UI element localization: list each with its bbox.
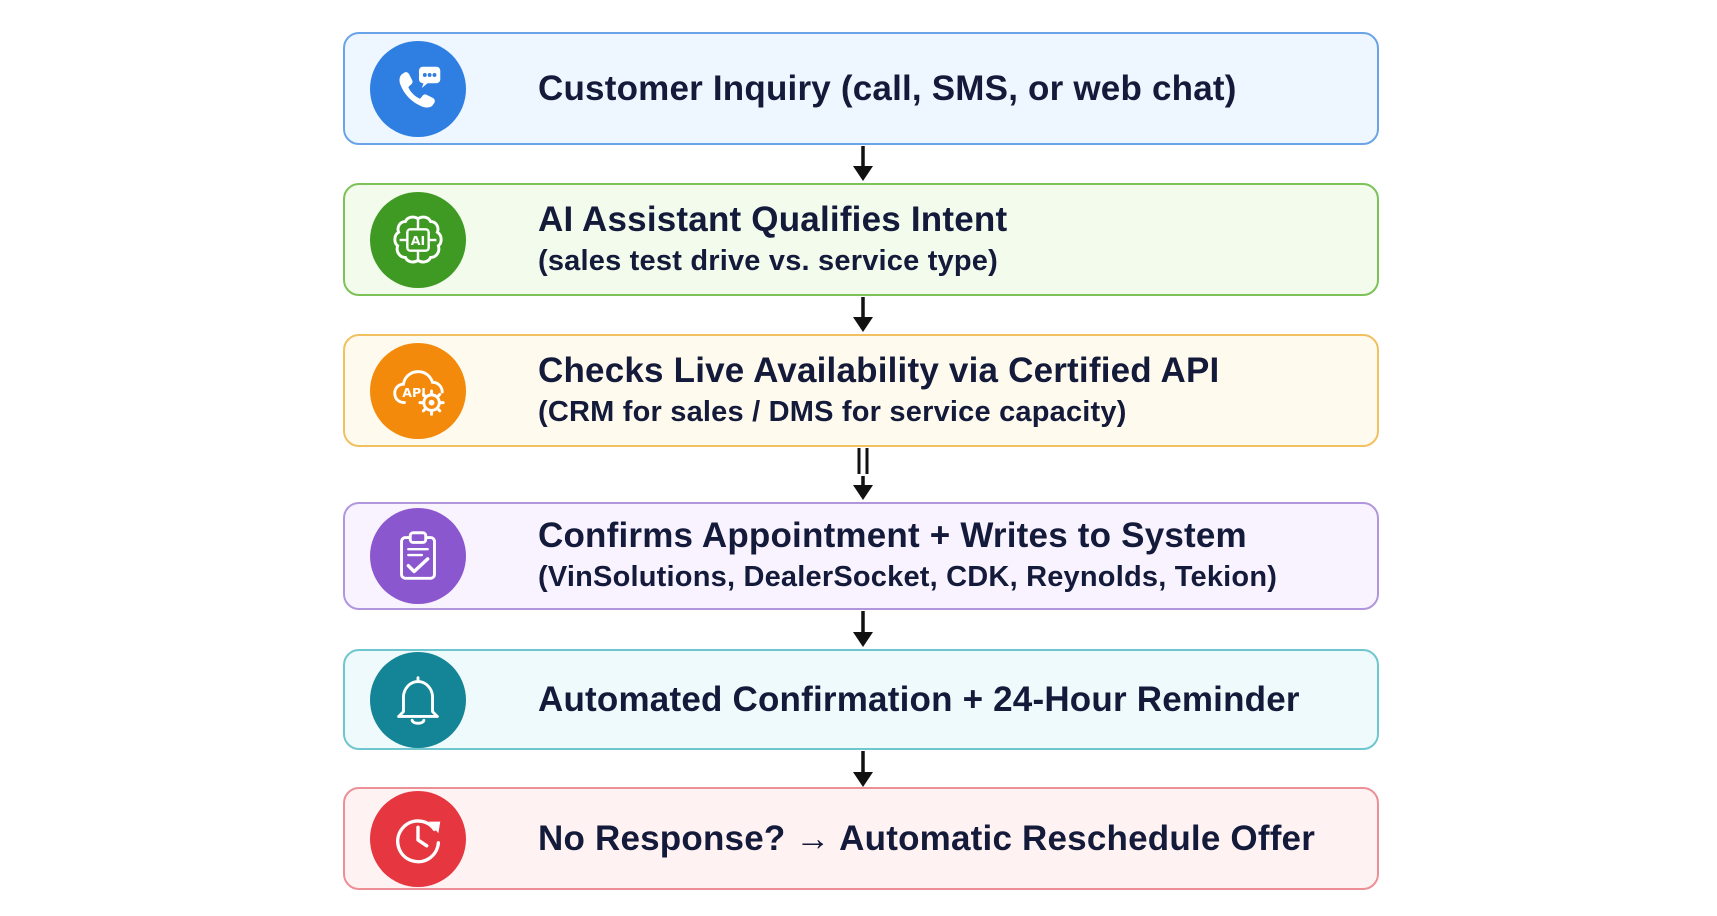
ai-brain-icon: AI	[370, 191, 466, 288]
step-title: No Response? → Automatic Reschedule Offe…	[538, 818, 1316, 858]
step-title: Customer Inquiry (call, SMS, or web chat…	[538, 68, 1237, 108]
step-subtitle: (CRM for sales / DMS for service capacit…	[538, 395, 1127, 428]
svg-text:AI: AI	[411, 232, 425, 247]
bell-icon	[370, 651, 466, 748]
step-text: No Response? → Automatic Reschedule Offe…	[538, 818, 1315, 860]
svg-text:API: API	[402, 384, 426, 399]
step-customer-inquiry: Customer Inquiry (call, SMS, or web chat…	[343, 32, 1379, 145]
clock-refresh-icon	[370, 790, 466, 887]
arrow-down-icon	[851, 751, 875, 788]
arrow-down-icon	[851, 448, 875, 501]
step-title: Confirms Appointment + Writes to System	[538, 516, 1247, 555]
step-text: Automated Confirmation + 24-Hour Reminde…	[538, 679, 1300, 721]
step-no-response-reschedule: No Response? → Automatic Reschedule Offe…	[343, 787, 1379, 890]
api-cloud-gear-icon: API	[370, 342, 466, 439]
step-ai-qualifies-intent: AI AI Assistant Qualifies Intent (sales …	[343, 183, 1379, 296]
clipboard-check-icon	[370, 508, 466, 604]
step-confirms-appointment: Confirms Appointment + Writes to System …	[343, 502, 1379, 610]
arrow-down-icon	[851, 611, 875, 648]
step-automated-confirmation: Automated Confirmation + 24-Hour Reminde…	[343, 649, 1379, 750]
step-subtitle: (sales test drive vs. service type)	[538, 244, 998, 277]
step-text: Customer Inquiry (call, SMS, or web chat…	[538, 68, 1237, 110]
arrow-down-icon	[851, 146, 875, 182]
step-text: AI Assistant Qualifies Intent (sales tes…	[538, 199, 1007, 281]
step-text: Checks Live Availability via Certified A…	[538, 350, 1219, 432]
phone-chat-icon	[370, 40, 466, 137]
step-title: AI Assistant Qualifies Intent	[538, 199, 1008, 239]
step-title: Checks Live Availability via Certified A…	[538, 350, 1220, 390]
step-subtitle: (VinSolutions, DealerSocket, CDK, Reynol…	[538, 561, 1278, 593]
step-text: Confirms Appointment + Writes to System …	[538, 515, 1277, 597]
arrow-down-icon	[851, 297, 875, 333]
step-title: Automated Confirmation + 24-Hour Reminde…	[538, 679, 1300, 719]
step-checks-live-availability: API Checks Live Availability via Certifi…	[343, 334, 1379, 447]
